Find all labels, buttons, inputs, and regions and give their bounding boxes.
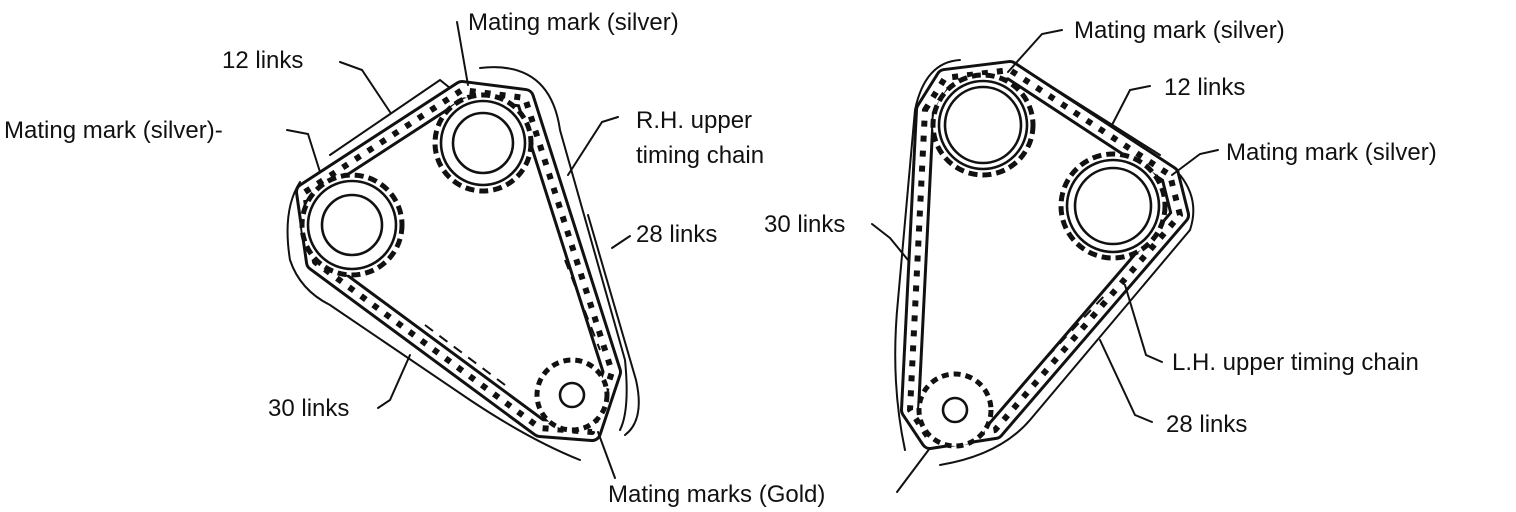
- lh-28-links-label: 28 links: [1166, 411, 1247, 438]
- rh-12-links-label: 12 links: [222, 47, 303, 74]
- rh-12-links-bracket: [329, 78, 451, 156]
- rh-leader-mating-left: [286, 129, 321, 173]
- lh-leader-mating-top: [1007, 29, 1063, 73]
- rh-leader-28-links: [611, 235, 631, 249]
- rh-chain-name-label-2: timing chain: [636, 142, 764, 169]
- rh-crank-sprocket: [534, 357, 610, 433]
- lh-chain-name-label: L.H. upper timing chain: [1172, 349, 1419, 376]
- rh-upper-cam-sprocket: [432, 92, 534, 194]
- rh-upper-guide-arc: [479, 66, 628, 431]
- lh-lower-cam-sprocket: [1058, 151, 1168, 261]
- lh-leader-28-links: [1099, 339, 1153, 423]
- lh-mating-mark-right-label: Mating mark (silver): [1226, 139, 1437, 166]
- rh-chain-name-label-1: R.H. upper: [636, 107, 752, 134]
- rh-lower-cam-sprocket: [299, 172, 405, 278]
- rh-28-links-label: 28 links: [636, 221, 717, 248]
- rh-28-links-bracket: [587, 214, 640, 436]
- lh-left-guide-arc: [894, 59, 961, 451]
- lh-12-links-label: 12 links: [1164, 74, 1245, 101]
- rh-30-links-bracket: [286, 181, 581, 461]
- lh-12-links-bracket: [1037, 77, 1161, 156]
- rh-mating-mark-left-label: Mating mark (silver)-: [4, 117, 223, 144]
- rh-leader-30-links: [377, 354, 411, 409]
- lh-chain-links: [907, 67, 1183, 443]
- lh-leader-12-links: [1111, 85, 1151, 126]
- lh-timing-chain-assembly: Mating mark (silver) 12 links Mating mar…: [764, 17, 1437, 493]
- rh-leader-gold: [597, 431, 616, 479]
- lh-right-guide-arc: [939, 174, 1195, 466]
- lh-leader-30-links: [871, 223, 909, 261]
- rh-timing-chain-assembly: Mating mark (silver) 12 links Mating mar…: [4, 9, 825, 508]
- rh-leader-mating-top: [456, 21, 469, 86]
- rh-30-links-label: 30 links: [268, 395, 349, 422]
- rh-leader-12-links: [339, 61, 391, 113]
- lh-leader-chain-name: [1124, 284, 1163, 363]
- lh-30-links-label: 30 links: [764, 211, 845, 238]
- mating-marks-gold-label: Mating marks (Gold): [608, 481, 825, 508]
- lh-upper-cam-sprocket: [930, 72, 1036, 178]
- rh-mating-mark-top-label: Mating mark (silver): [468, 9, 679, 36]
- lh-crank-sprocket: [916, 371, 994, 449]
- lh-leader-mating-right: [1171, 149, 1219, 176]
- rh-dash-right-segment: [564, 259, 601, 351]
- rh-chain-links: [302, 87, 615, 435]
- rh-leader-chain-name: [567, 116, 619, 176]
- lh-leader-gold: [896, 447, 931, 493]
- lh-mating-mark-top-label: Mating mark (silver): [1074, 17, 1285, 44]
